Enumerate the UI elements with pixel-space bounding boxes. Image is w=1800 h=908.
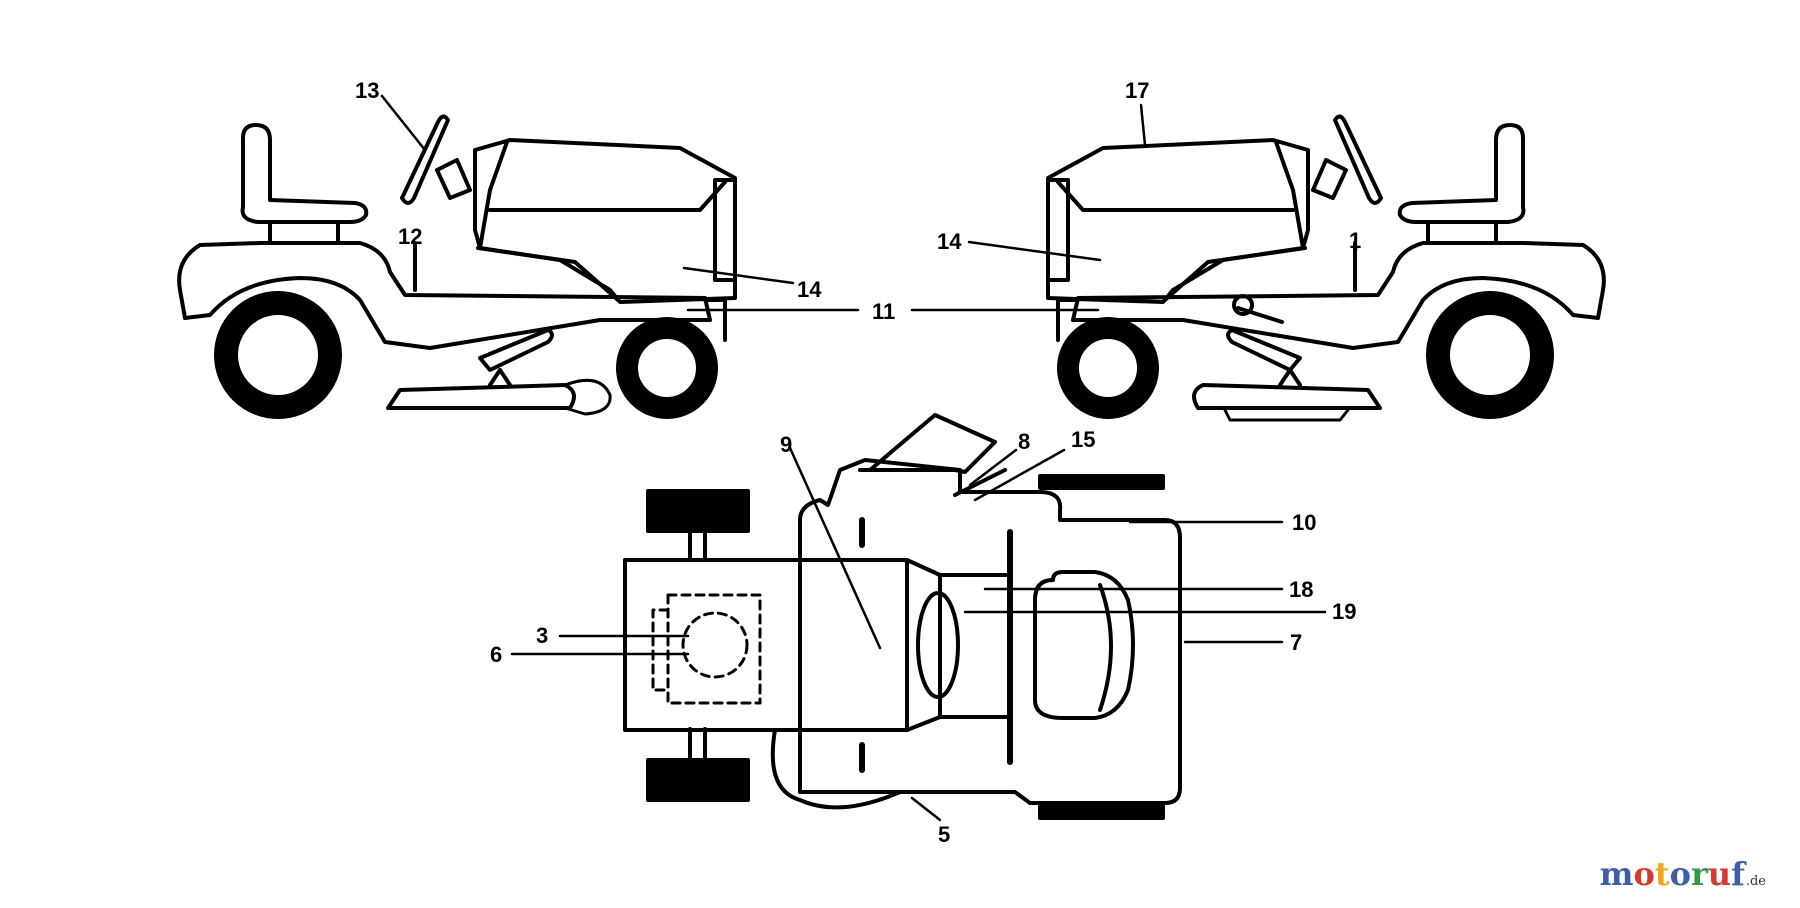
callout-11: 11	[872, 299, 895, 324]
grille-right	[1046, 178, 1070, 282]
steering-column-left	[435, 158, 472, 200]
hood-line-right	[1274, 140, 1305, 250]
watermark-letters: motoruf	[1600, 855, 1745, 893]
hood-line-left	[478, 140, 509, 250]
steering-column-top	[938, 573, 1012, 719]
leader-lines	[380, 94, 1358, 822]
callout-17: 17	[1125, 78, 1149, 103]
mower-deck-right	[1192, 383, 1382, 410]
leader-13	[380, 94, 427, 152]
rear-fender-left	[177, 241, 712, 350]
callout-15: 15	[1071, 427, 1095, 452]
leader-14b	[967, 240, 1102, 262]
callout-5: 5	[938, 822, 950, 847]
callout-7: 7	[1290, 630, 1302, 655]
lever-knob-right	[1232, 294, 1254, 316]
callout-9: 9	[780, 432, 792, 457]
rear-fender-right	[1071, 241, 1606, 350]
watermark-suffix: .de	[1745, 874, 1766, 889]
callout-6: 6	[490, 642, 502, 667]
callout-3: 3	[536, 623, 548, 648]
grille-left	[713, 178, 737, 282]
front-wheel-left	[616, 317, 718, 419]
hood-taper-top	[905, 558, 942, 732]
callout-12: 12	[398, 224, 422, 249]
pedal-left	[478, 328, 554, 372]
watermark-letter: t	[1654, 855, 1670, 893]
tractor-right-side-view	[1046, 114, 1606, 422]
engine-outline-back-top	[651, 608, 670, 692]
watermark-letter: r	[1690, 855, 1708, 893]
lever-right	[1236, 306, 1284, 324]
rear-wheel-right	[1426, 291, 1554, 419]
seat-post-right	[1426, 220, 1498, 245]
hood-crease-left	[488, 180, 727, 212]
dash-right	[1163, 246, 1307, 302]
watermark-letter: m	[1599, 855, 1634, 893]
watermark-letter: o	[1669, 855, 1691, 893]
hood-right	[1046, 138, 1310, 304]
engine-outline-top	[666, 593, 762, 705]
front-axle-top	[688, 529, 707, 762]
tractor-top-view	[623, 413, 1182, 820]
deck-curve-top	[770, 728, 902, 810]
frame-right	[1056, 298, 1080, 342]
callout-14-right: 14	[937, 229, 962, 254]
tractor-left-side-view	[177, 114, 737, 419]
rear-wheel-top-lower	[1038, 804, 1165, 820]
rear-wheel-top-upper	[1038, 474, 1165, 490]
front-wheel-top-upper	[646, 489, 750, 533]
leader-8	[968, 448, 1018, 487]
leader-5	[910, 796, 942, 822]
callout-1: 1	[1349, 228, 1361, 253]
callout-14-left: 14	[797, 277, 822, 302]
callout-8: 8	[1018, 429, 1030, 454]
body-top	[798, 458, 1182, 805]
seat-right	[1397, 123, 1526, 224]
callout-labels: 13 12 14 11 17 14 1 9 8 15 10 18 19 7 3 …	[355, 78, 1361, 847]
front-wheel-top-lower	[646, 758, 750, 802]
rear-wheel-left	[214, 291, 342, 419]
leader-9	[788, 446, 882, 650]
chute-top-small	[953, 468, 1007, 497]
deck-chute-left	[563, 378, 612, 416]
callout-10: 10	[1292, 510, 1316, 535]
steering-column-right	[1311, 158, 1348, 200]
seat-back-top	[1098, 583, 1113, 712]
hood-left	[473, 138, 737, 304]
callout-13: 13	[355, 78, 379, 103]
pedal-right	[1226, 328, 1302, 372]
deck-link-left	[488, 368, 512, 387]
hood-crease-right	[1056, 180, 1295, 212]
front-wheel-right	[1057, 317, 1159, 419]
seat-post-left	[268, 220, 340, 245]
mower-deck-left	[386, 383, 576, 410]
seat-left	[240, 123, 369, 224]
steering-wheel-top	[916, 591, 960, 699]
deck-link-right	[1278, 368, 1302, 387]
hood-top	[623, 558, 909, 732]
callout-18: 18	[1289, 577, 1313, 602]
watermark-letter: u	[1707, 855, 1732, 893]
callout-19: 19	[1332, 599, 1356, 624]
watermark-letter: f	[1731, 855, 1745, 893]
steering-wheel-right	[1333, 114, 1383, 205]
leader-17	[1139, 103, 1147, 147]
leader-15	[973, 448, 1066, 502]
engine-cap-top	[681, 611, 749, 679]
watermark-letter: o	[1633, 855, 1655, 893]
leader-14a	[682, 266, 795, 285]
dash-left	[476, 246, 620, 302]
frame-left	[703, 298, 727, 342]
seat-top	[1033, 570, 1135, 720]
deck-rim-right	[1223, 408, 1350, 422]
steering-wheel-left	[400, 114, 450, 205]
watermark-logo: motoruf.de	[1600, 855, 1766, 893]
